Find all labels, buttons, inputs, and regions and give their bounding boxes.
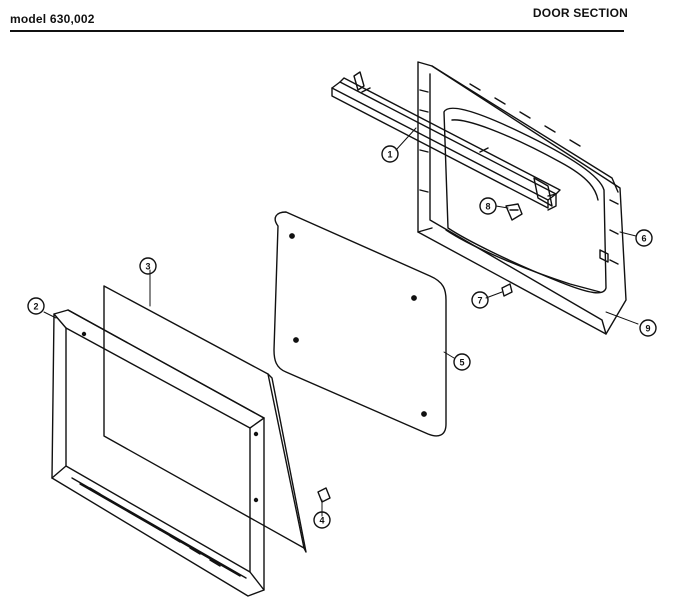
callout-5: 5 bbox=[453, 353, 471, 371]
inner-door-panel bbox=[417, 61, 627, 335]
callout-3: 3 bbox=[139, 257, 157, 275]
outer-door-frame bbox=[51, 309, 265, 597]
callout-9: 9 bbox=[639, 319, 657, 337]
callout-9-label: 9 bbox=[645, 324, 650, 334]
callout-8-label: 8 bbox=[485, 202, 490, 212]
callout-6: 6 bbox=[635, 229, 653, 247]
callout-1-label: 1 bbox=[387, 150, 392, 160]
callout-6-label: 6 bbox=[641, 234, 646, 244]
glass-clip bbox=[317, 487, 331, 503]
callout-2-label: 2 bbox=[33, 302, 38, 312]
callout-4-label: 4 bbox=[319, 516, 324, 526]
callout-7: 7 bbox=[471, 291, 489, 309]
callout-8: 8 bbox=[479, 197, 497, 215]
header-rule bbox=[10, 30, 624, 32]
section-title: DOOR SECTION bbox=[532, 6, 628, 20]
callout-5-label: 5 bbox=[459, 358, 464, 368]
door-hinge-rail bbox=[331, 71, 561, 211]
callout-2: 2 bbox=[27, 297, 45, 315]
insulation-panel bbox=[273, 211, 447, 437]
screw bbox=[501, 283, 513, 297]
callout-4: 4 bbox=[313, 511, 331, 529]
callout-leaders bbox=[43, 127, 639, 517]
hinge-bracket bbox=[505, 203, 523, 221]
callout-7-label: 7 bbox=[477, 296, 482, 306]
callout-3-label: 3 bbox=[145, 262, 150, 272]
callout-1: 1 bbox=[381, 145, 399, 163]
model-label: model 630,002 bbox=[10, 12, 95, 26]
glass-pane bbox=[103, 285, 307, 553]
